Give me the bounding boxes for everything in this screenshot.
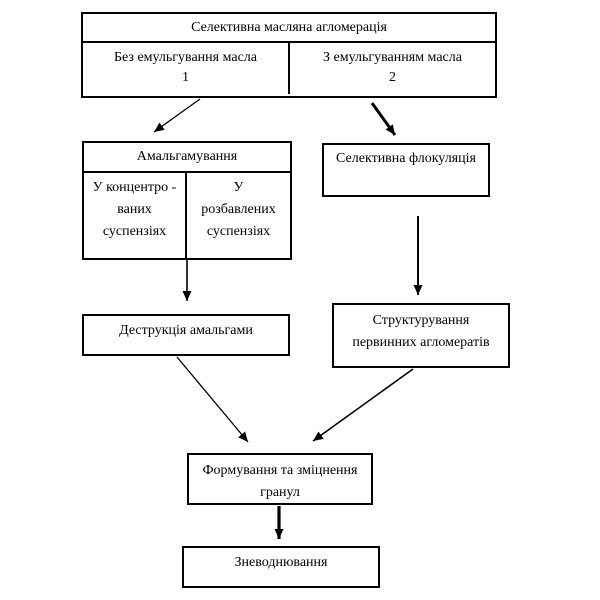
node-label: Зневоднювання <box>234 555 328 570</box>
node-label-line: Формування та зміцнення <box>202 463 358 478</box>
cell-concentrated-suspensions: У концентро - ваних суспензіях <box>84 173 187 258</box>
node-label: Амальгамування <box>136 149 238 164</box>
arrow-structuring-to-forming <box>312 368 414 442</box>
node-number: 2 <box>389 70 396 85</box>
node-dewatering: Зневоднювання <box>182 546 380 588</box>
node-title: Селективна масляна агломерація <box>83 14 495 43</box>
node-label-line: суспензіях <box>206 224 271 239</box>
node-label: Селективна масляна агломерація <box>191 19 387 35</box>
node-label-line: У <box>233 180 244 195</box>
node-structuring-primary-agglomerates: Структурування первинних агломератів <box>332 303 510 368</box>
cell-without-emulsification: Без емульгування масла 1 <box>83 43 290 94</box>
node-label: Деструкція амальгами <box>119 323 253 338</box>
node-title: Амальгамування <box>84 143 290 173</box>
node-label-line: Без емульгування масла <box>114 50 257 65</box>
top-table-row: Без емульгування масла 1 З емульгуванням… <box>83 43 495 94</box>
node-label-line: розбавлених <box>201 202 276 217</box>
cell-diluted-suspensions: У розбавлених суспензіях <box>187 173 290 258</box>
node-label-line: ваних <box>117 202 152 217</box>
node-selective-oil-agglomeration: Селективна масляна агломерація Без емуль… <box>81 12 497 98</box>
node-amalgamation: Амальгамування У концентро - ваних суспе… <box>82 141 292 260</box>
node-number: 1 <box>182 70 189 85</box>
node-destruction-of-amalgams: Деструкція амальгами <box>82 314 290 356</box>
node-label: Селективна флокуляція <box>336 151 476 166</box>
node-label-line: У концентро - <box>92 180 177 195</box>
arrow-top-to-flocculation <box>370 102 397 136</box>
amalgamation-row: У концентро - ваних суспензіях У розбавл… <box>84 173 290 258</box>
node-label-line: суспензіях <box>102 224 167 239</box>
node-label-line: первинних агломератів <box>352 335 490 350</box>
node-label-line: З емульгуванням масла <box>323 50 462 65</box>
node-label-line: Структурування <box>372 313 470 328</box>
cell-with-emulsification: З емульгуванням масла 2 <box>290 43 495 94</box>
node-selective-flocculation: Селективна флокуляція <box>322 143 490 197</box>
arrow-destruction-to-forming <box>176 356 249 443</box>
arrow-top-to-amalgamation <box>153 98 201 133</box>
node-label-line: гранул <box>260 485 300 500</box>
node-forming-strengthening-granules: Формування та зміцнення гранул <box>187 453 373 505</box>
